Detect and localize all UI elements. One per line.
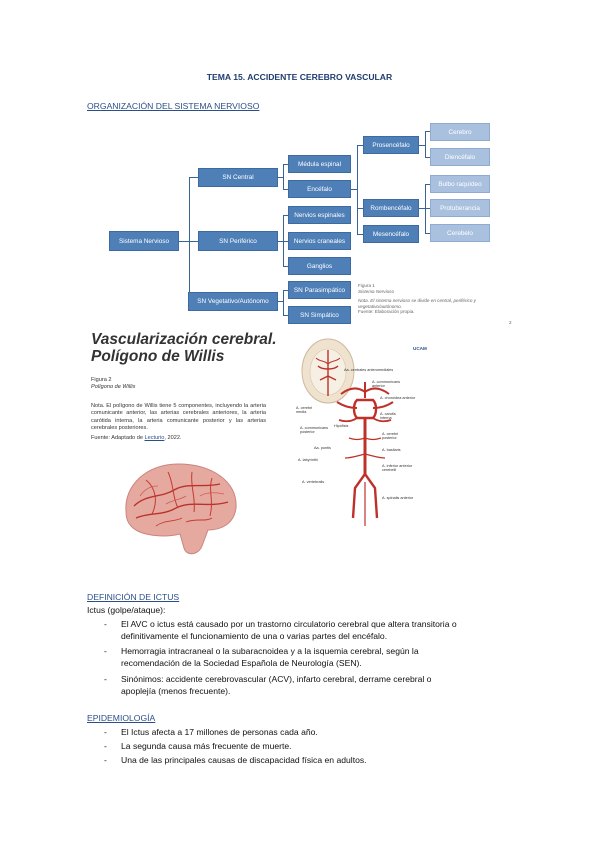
box-cerebelo: Cerebelo (430, 224, 490, 242)
box-medula: Médula espinal (288, 155, 351, 173)
box-mesencefalo: Mesencéfalo (363, 225, 419, 243)
box-sn-vegetativo: SN Vegetativo/Autónomo (188, 292, 278, 311)
box-sn-central: SN Central (198, 168, 278, 187)
box-nervios-craneales: Nervios craneales (288, 232, 351, 250)
box-cerebro: Cerebro (430, 123, 490, 141)
box-encefalo: Encéfalo (288, 180, 351, 198)
lecturio-link[interactable]: Lecturio (144, 435, 165, 441)
figure2-source: Fuente: Adaptado de Lecturio, 2022. (91, 435, 182, 441)
ictus-intro: Ictus (golpe/ataque): (87, 605, 166, 615)
page-mark: 2 (509, 320, 512, 325)
figure2-title-line1: Vascularización cerebral. (91, 331, 277, 348)
box-ganglios: Ganglios (288, 257, 351, 275)
skull-base-illustration (301, 338, 355, 404)
brain-illustration (125, 463, 237, 555)
ucam-logo: UCAM (413, 346, 427, 351)
section-heading-epidemiologia[interactable]: EPIDEMIOLOGÍA (87, 713, 156, 723)
section-heading-organizacion[interactable]: ORGANIZACIÓN DEL SISTEMA NERVIOSO (87, 101, 260, 111)
figure1-caption: Figura 1 Sistema Nervioso Nota. El siste… (358, 283, 476, 315)
box-nervios-espinales: Nervios espinales (288, 206, 351, 224)
box-sistema-nervioso: Sistema Nervioso (109, 231, 179, 251)
circle-of-willis-illustration (336, 382, 394, 526)
box-prosencefalo: Prosencéfalo (363, 136, 419, 154)
box-simpatico: SN Simpático (288, 306, 351, 324)
box-rombencefalo: Rombencéfalo (363, 199, 419, 217)
figure2-fig-title: Polígono de Willis (91, 384, 136, 390)
box-sn-periferico: SN Periférico (198, 231, 278, 251)
box-diencefalo: Diencéfalo (430, 148, 490, 166)
figure2-label: Figura 2 (91, 377, 112, 383)
box-protuberancia: Protuberancia (430, 199, 490, 217)
box-bulbo: Bulbo raquídeo (430, 175, 490, 193)
box-parasimpatico: SN Parasimpático (288, 281, 351, 299)
section-heading-definicion[interactable]: DEFINICIÓN DE ICTUS (87, 592, 180, 602)
figure2-title-line2: Polígono de Willis (91, 348, 225, 365)
page-title: TEMA 15. ACCIDENTE CEREBRO VASCULAR (206, 72, 393, 82)
figure2-note: Nota. El polígono de Willis tiene 5 comp… (91, 403, 266, 431)
